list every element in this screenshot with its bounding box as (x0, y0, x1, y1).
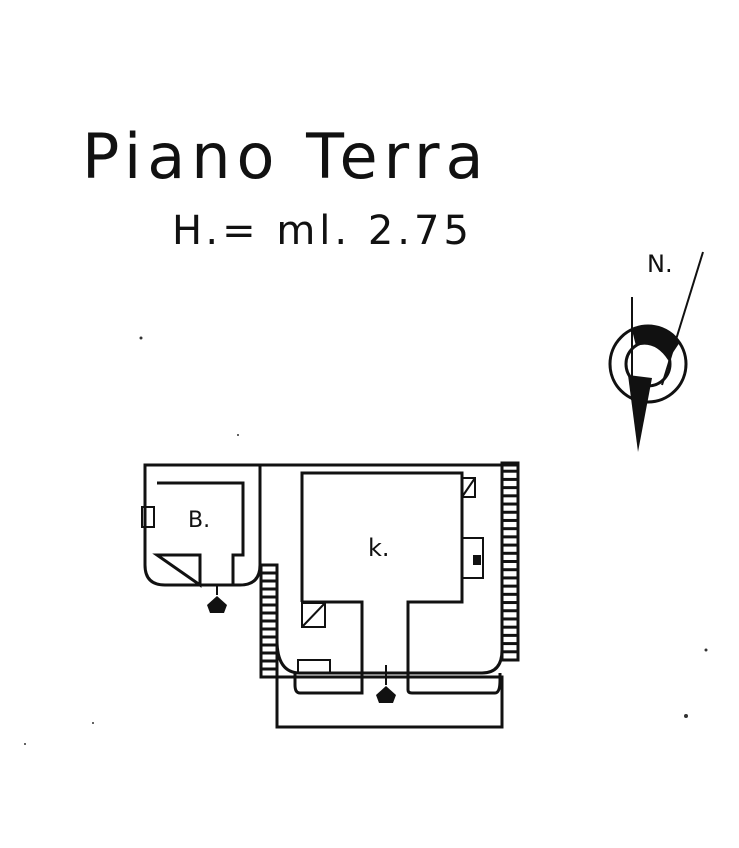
plan-title: Piano Terra (82, 120, 490, 193)
main-block: k. (260, 463, 518, 729)
bathroom-block: B. (141, 463, 262, 613)
entrance-icon (376, 686, 396, 703)
stairs-right (500, 461, 520, 662)
entrance-icon (207, 596, 227, 613)
height-label: H.= ml. 2.75 (172, 208, 473, 254)
stairs-left (259, 563, 279, 679)
north-arrow-icon: N. (608, 250, 704, 452)
room-label-kitchen: k. (368, 534, 390, 562)
room-label-bathroom: B. (188, 508, 210, 533)
north-label: N. (647, 250, 673, 278)
